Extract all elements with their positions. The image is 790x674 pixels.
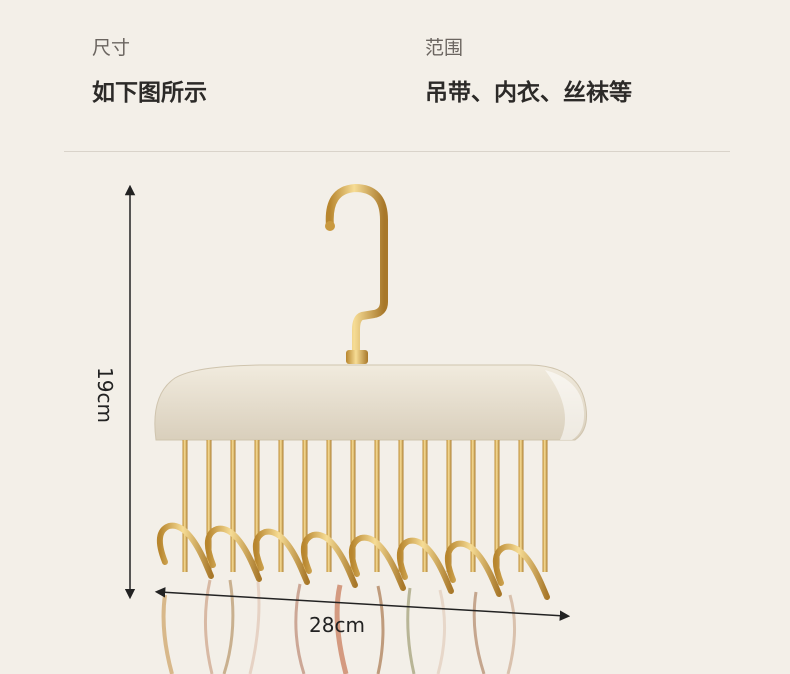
range-spec: 范围 吊带、内衣、丝袜等 (425, 36, 632, 108)
clip-hook (348, 534, 406, 591)
clip-hook (204, 525, 262, 582)
height-dimension: 19cm (93, 184, 136, 600)
clip-rods (182, 440, 548, 572)
height-label: 19cm (93, 367, 117, 423)
clip-hook (156, 522, 214, 579)
size-spec: 尺寸 如下图所示 (92, 36, 207, 108)
hanger-body (154, 364, 587, 441)
clip-rod (398, 440, 404, 572)
width-label: 28cm (309, 613, 365, 637)
clip-hook (444, 540, 502, 597)
clip-rod (326, 440, 332, 572)
range-value: 吊带、内衣、丝袜等 (425, 80, 632, 106)
clip-rod (542, 440, 548, 572)
clip-rod (518, 440, 524, 572)
clip-hook (492, 543, 550, 600)
clip-rod (254, 440, 260, 572)
clip-hook (252, 528, 310, 585)
hanger-hook (325, 184, 388, 364)
clip-rod (230, 440, 236, 572)
clip-rod (446, 440, 452, 572)
clip-hooks (156, 522, 550, 600)
clip-rod (278, 440, 284, 572)
clip-rod (470, 440, 476, 572)
clip-rod (182, 440, 188, 572)
size-label: 尺寸 (92, 37, 131, 59)
divider (64, 151, 730, 152)
range-label: 范围 (425, 37, 464, 59)
clip-rod (350, 440, 356, 572)
size-value: 如下图所示 (92, 80, 207, 106)
clip-hook (396, 537, 454, 594)
clip-rod (302, 440, 308, 572)
clip-rod (422, 440, 428, 572)
clip-rod (374, 440, 380, 572)
clip-hook (300, 531, 358, 588)
clip-rod (494, 440, 500, 572)
clip-rod (206, 440, 212, 572)
width-dimension: 28cm (154, 587, 571, 637)
